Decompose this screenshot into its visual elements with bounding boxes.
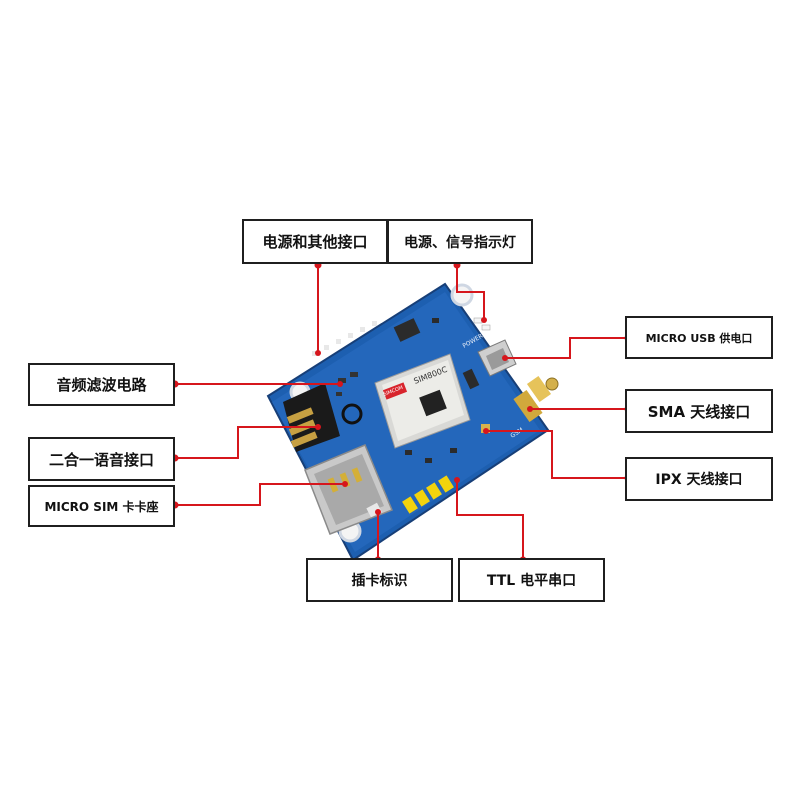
callout-audio-jack-text: 二合一语音接口 [48,450,154,469]
callout-power-signal-led: 电源、信号指示灯 [387,219,533,264]
leader-led [456,265,485,320]
leader-ttl [456,480,524,560]
sim800c-module: SIM800C SIMCOM [374,353,471,449]
callout-card-indicator-text: 插卡标识 [351,573,408,589]
callout-audio-filter-text: 音频滤波电路 [56,376,147,394]
audio-filter-components [336,372,358,396]
misc-components [393,318,480,463]
callout-power-other-interface-text: 电源和其他接口 [262,233,368,251]
sma-connector [513,375,559,423]
callout-audio-filter: 音频滤波电路 [28,363,175,406]
leader-usb [505,337,628,359]
callout-ttl-serial-text: TTL 电平串口 [486,573,577,589]
leader-lines [175,265,628,560]
power-header-pads [312,321,377,356]
callout-power-other-interface: 电源和其他接口 [242,219,388,264]
callout-micro-usb-power-text: MICRO USB 供电口 [645,331,753,345]
callout-micro-sim-holder-text: MICRO SIM 卡卡座 [44,499,159,514]
callout-sma-antenna: SMA 天线接口 [625,389,773,433]
callout-sma-antenna-text: SMA 天线接口 [647,402,751,421]
callout-power-signal-led-text: 电源、信号指示灯 [404,234,516,251]
audio-jack [283,383,363,452]
micro-usb-port [477,339,517,377]
leader-sim [175,483,345,506]
callout-card-indicator: 插卡标识 [306,558,453,602]
callout-audio-jack: 二合一语音接口 [28,437,175,481]
callout-micro-sim-holder: MICRO SIM 卡卡座 [28,485,175,527]
callout-ipx-antenna-text: IPX 天线接口 [655,472,743,488]
leader-ipx [486,430,628,479]
callout-micro-usb-power: MICRO USB 供电口 [625,316,773,359]
leader-audio-jack [175,426,318,459]
callout-ttl-serial: TTL 电平串口 [458,558,605,602]
callout-ipx-antenna: IPX 天线接口 [625,457,773,501]
ttl-header [402,475,454,514]
